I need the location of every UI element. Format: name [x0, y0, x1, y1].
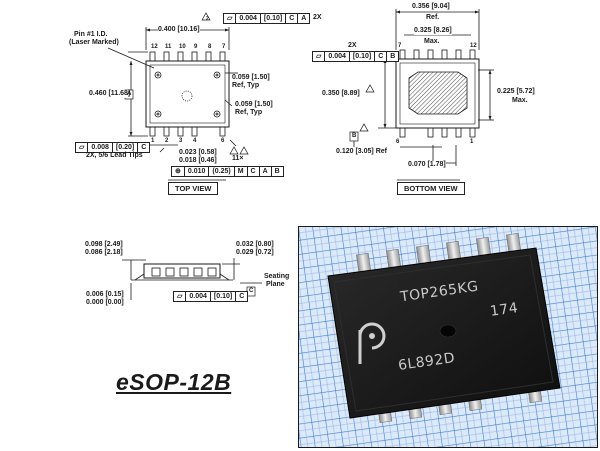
bottom-pitch-dim: 0.070 [1.78] [408, 161, 446, 169]
pin-8: 8 [208, 44, 212, 50]
pin-11: 11 [165, 44, 172, 50]
bottom-pin-12: 12 [470, 43, 477, 49]
bottom-view-body [395, 58, 480, 129]
ref2-line2: Ref, Typ [235, 109, 263, 116]
pad-max: Max. [512, 97, 528, 104]
pin1-label-line1: Pin #1 I.D. [74, 31, 108, 38]
bottom-ref-dim: 0.120 [3.05] Ref [336, 148, 387, 155]
bottom-view-pins-top [399, 49, 476, 60]
pin-9: 9 [194, 44, 198, 50]
side-right-2: 0.029 [0.72] [236, 249, 274, 256]
side-height-2: 0.086 [2.18] [85, 249, 123, 256]
bottom-width-dim-2: 0.325 [8.26] [414, 27, 452, 35]
top-view-pins-bottom [149, 126, 226, 137]
bottom-view-exposed-pad [408, 71, 468, 115]
lead-tolerance-frame: ▱0.008[0.20]C [75, 142, 151, 153]
top-view-title: TOP VIEW [168, 182, 219, 195]
bottom-width-dim-1: 0.356 [9.04] [412, 3, 450, 11]
datum-a: A [127, 91, 132, 97]
standoff-1: 0.006 [0.15] [86, 291, 124, 298]
pin-7: 7 [222, 44, 226, 50]
pitch-dim-1: 0.023 [0.58] [179, 149, 217, 156]
datum-c: C [249, 288, 254, 294]
top-width-dim: 0.400 [10.16] [158, 26, 200, 34]
seating-plane-line1: Seating [264, 273, 290, 280]
lead-tips-label: 2X, 5/6 Lead Tips [86, 152, 143, 159]
pin1-label-line2: (Laser Marked) [69, 39, 119, 46]
top-height-dim: 0.460 [11.68] [89, 90, 131, 98]
pin-4: 4 [193, 138, 197, 144]
side-right-1: 0.032 [0.80] [236, 241, 274, 248]
pin-count: 11× [232, 155, 244, 162]
pin-10: 10 [179, 44, 186, 50]
package-name: eSOP-12B [116, 369, 232, 395]
bottom-view-title: BOTTOM VIEW [397, 182, 465, 195]
top-tol-suffix: 2X [313, 14, 322, 21]
bottom-width-max: Max. [424, 38, 440, 45]
pad-dim: 0.225 [5.72] [497, 88, 535, 95]
standoff-2: 0.000 [0.00] [86, 299, 124, 306]
datum-b: B [352, 133, 357, 139]
side-tolerance-frame: ▱0.004[0.10]C [173, 291, 249, 302]
bottom-tol-prefix: 2X [348, 42, 357, 49]
pitch-dim-2: 0.018 [0.46] [179, 157, 217, 164]
bottom-pin-6: 6 [396, 139, 400, 145]
bottom-pin-1: 1 [470, 139, 474, 145]
seating-plane-line2: Plane [266, 281, 285, 288]
bottom-pin-7: 7 [398, 43, 402, 49]
bottom-height-dim: 0.350 [8.89] [322, 90, 360, 98]
ref1-line1: 0.059 [1.50] [232, 74, 270, 81]
top-view-body [145, 60, 230, 128]
top-view-pins-top [149, 51, 226, 62]
bottom-width-ref: Ref. [426, 14, 440, 21]
side-view-body [131, 263, 233, 281]
pin-1: 1 [151, 138, 155, 144]
chip-photo: TOP265KG 174 6L892D [298, 226, 598, 448]
side-height-1: 0.098 [2.49] [85, 241, 123, 248]
pin-2: 2 [165, 138, 169, 144]
pin-3: 3 [179, 138, 183, 144]
chip-logo-icon [358, 322, 386, 364]
pin-6: 6 [221, 138, 225, 144]
note-marker-2: 2 [206, 16, 209, 22]
ref2-line1: 0.059 [1.50] [235, 101, 273, 108]
chip-photo-art [298, 226, 598, 448]
ref1-line2: Ref, Typ [232, 82, 260, 89]
pin-12: 12 [151, 44, 158, 50]
bottom-view-pins-bottom [399, 127, 476, 138]
